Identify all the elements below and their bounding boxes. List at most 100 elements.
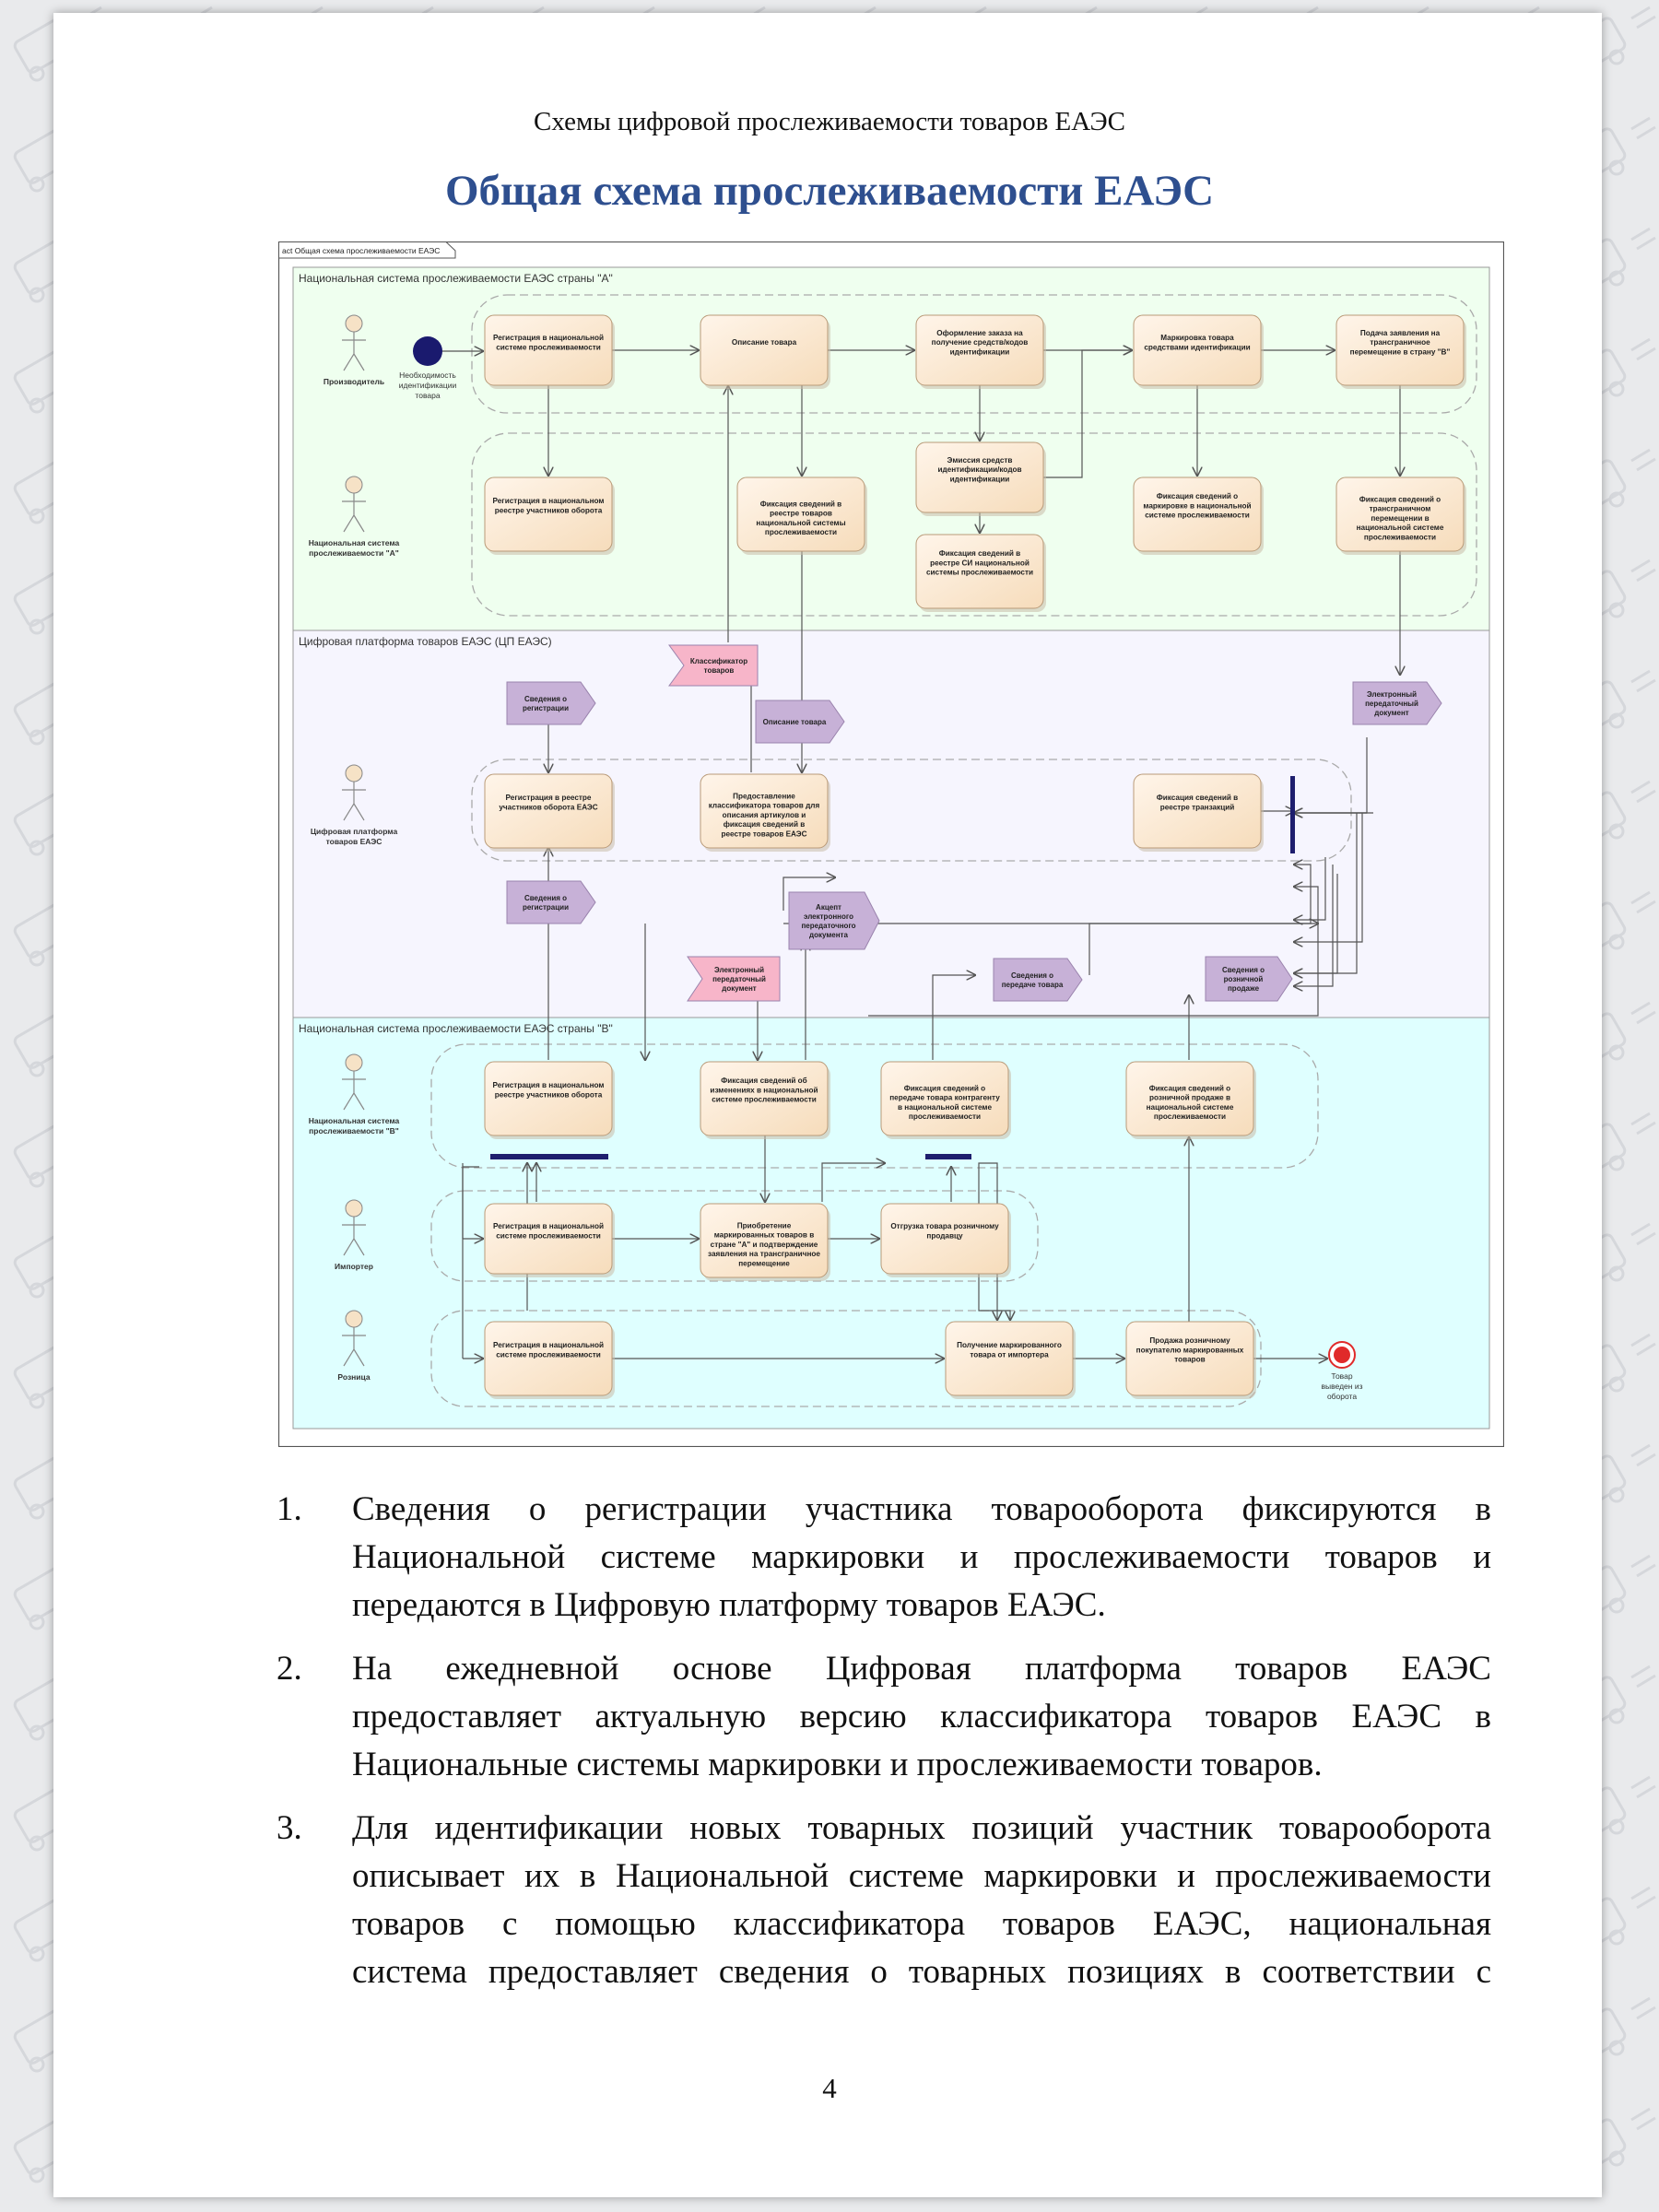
actor-body xyxy=(342,493,366,533)
label-line: Описание товара xyxy=(732,338,797,347)
activity-box xyxy=(1335,477,1465,552)
sync-bar-b3 xyxy=(925,1154,971,1159)
label-line: Получение маркированного xyxy=(957,1341,1062,1349)
flow-arrow xyxy=(1043,350,1132,478)
label-line: Сведения о xyxy=(1011,971,1053,980)
activity-box xyxy=(700,773,829,849)
flow-arrow xyxy=(821,1163,885,1202)
label-line: Регистрация в национальной xyxy=(493,334,604,342)
label-line: перемещение xyxy=(738,1259,790,1267)
activity-a2: Описание товара xyxy=(700,314,830,389)
label-line: Описание товара xyxy=(763,718,827,726)
activity-box xyxy=(484,1061,613,1136)
label-line: товара от импортера xyxy=(970,1350,1049,1359)
activity-box xyxy=(484,314,613,386)
activity-box xyxy=(915,534,1044,609)
activity-a11: Фиксация сведений отрансграничномперемещ… xyxy=(1335,477,1466,555)
label-line: Фиксация сведений о xyxy=(1157,492,1238,500)
list-item-line: На ежедневной основе Цифровая платформа … xyxy=(352,1650,1491,1688)
activity-box xyxy=(880,1061,1009,1136)
actor-head xyxy=(345,476,363,494)
label-line: маркировке в национальной xyxy=(1143,501,1251,510)
flow-arrow xyxy=(782,877,835,911)
actor-label: Цифровая платформа xyxy=(311,827,398,836)
label-line: Регистрация в национальной xyxy=(493,1222,604,1230)
label-line: описания артикулов и xyxy=(723,811,806,819)
label-line: передаче товара контрагенту xyxy=(889,1094,1000,1102)
label-line: прослеживаемости xyxy=(909,1112,981,1121)
flow-arrow xyxy=(1294,813,1363,942)
activity-box xyxy=(1133,314,1262,386)
activity-box xyxy=(915,314,1044,386)
actor-head xyxy=(345,1053,363,1072)
activity-box xyxy=(1125,1321,1254,1396)
start-node-label: Необходимость xyxy=(399,371,456,380)
actor-label: Производитель xyxy=(324,377,384,386)
label-line: Сведения о xyxy=(1222,966,1265,974)
label-line: изменениях в национальной xyxy=(710,1086,818,1094)
actor-body xyxy=(342,1071,366,1111)
label-line: документ xyxy=(722,984,757,993)
sync-bar-platform xyxy=(1290,776,1295,853)
label-line: розничной xyxy=(1224,975,1264,983)
actor-label: прослеживаемости "В" xyxy=(309,1126,399,1135)
label-line: товаров xyxy=(1174,1356,1205,1364)
label-line: реестре товаров ЕАЭС xyxy=(722,830,807,838)
label-line: Отгрузка товара розничному xyxy=(890,1222,999,1230)
label-line: Сведения о xyxy=(524,894,567,902)
flow-arrow xyxy=(1294,857,1326,920)
end-node-label: Товар xyxy=(1331,1371,1352,1381)
activity-box xyxy=(700,314,829,386)
signal-shape xyxy=(788,891,880,950)
label-line: Электронный xyxy=(1367,690,1417,699)
actor-label: Национальная система xyxy=(309,1116,400,1125)
label-line: товаров xyxy=(704,666,735,675)
signal-shape xyxy=(993,958,1083,1002)
actor-head xyxy=(345,1199,363,1218)
list-item-line: передаются в Цифровую платформу товаров … xyxy=(352,1586,1106,1624)
activity-a5: Подача заявления натрансграничноеперемещ… xyxy=(1335,314,1466,389)
actor-body xyxy=(342,782,366,821)
list-item-line: Сведения о регистрации участника товароо… xyxy=(352,1490,1491,1528)
page-number: 4 xyxy=(822,2072,837,2104)
activity-box xyxy=(700,1061,829,1136)
activity-box xyxy=(1133,773,1262,849)
label-line: идентификации xyxy=(950,475,1010,483)
label-line: Фиксация сведений в xyxy=(760,500,841,508)
label-line: покупателю маркированных xyxy=(1136,1346,1244,1354)
label-line: Регистрация в национальном xyxy=(493,497,605,505)
label-line: Предоставление xyxy=(733,792,795,800)
end-node-label: выведен из xyxy=(1322,1382,1363,1391)
label-line: реестре СИ национальной xyxy=(930,559,1030,567)
label-line: Классификатор xyxy=(690,657,747,665)
list-item-line: товаров с помощью классификатора товаров… xyxy=(352,1905,1491,1943)
label-line: системе прослеживаемости xyxy=(1145,512,1250,520)
actor-body xyxy=(342,1217,366,1256)
label-line: в национальной системе xyxy=(898,1103,993,1112)
activity-box xyxy=(1335,314,1465,386)
label-line: Электронный xyxy=(714,966,764,974)
label-line: участников оборота ЕАЭС xyxy=(499,802,597,811)
activity-box xyxy=(945,1321,1074,1396)
label-line: национальной системе xyxy=(1147,1103,1234,1112)
actor-label: Импортер xyxy=(335,1262,373,1271)
start-node-label: товара xyxy=(415,391,440,400)
actor-retail: Розница xyxy=(337,1310,371,1382)
label-line: розничной продаже в xyxy=(1149,1094,1230,1102)
label-line: регистрации xyxy=(523,903,569,912)
label-line: реестре транзакций xyxy=(1160,803,1235,811)
